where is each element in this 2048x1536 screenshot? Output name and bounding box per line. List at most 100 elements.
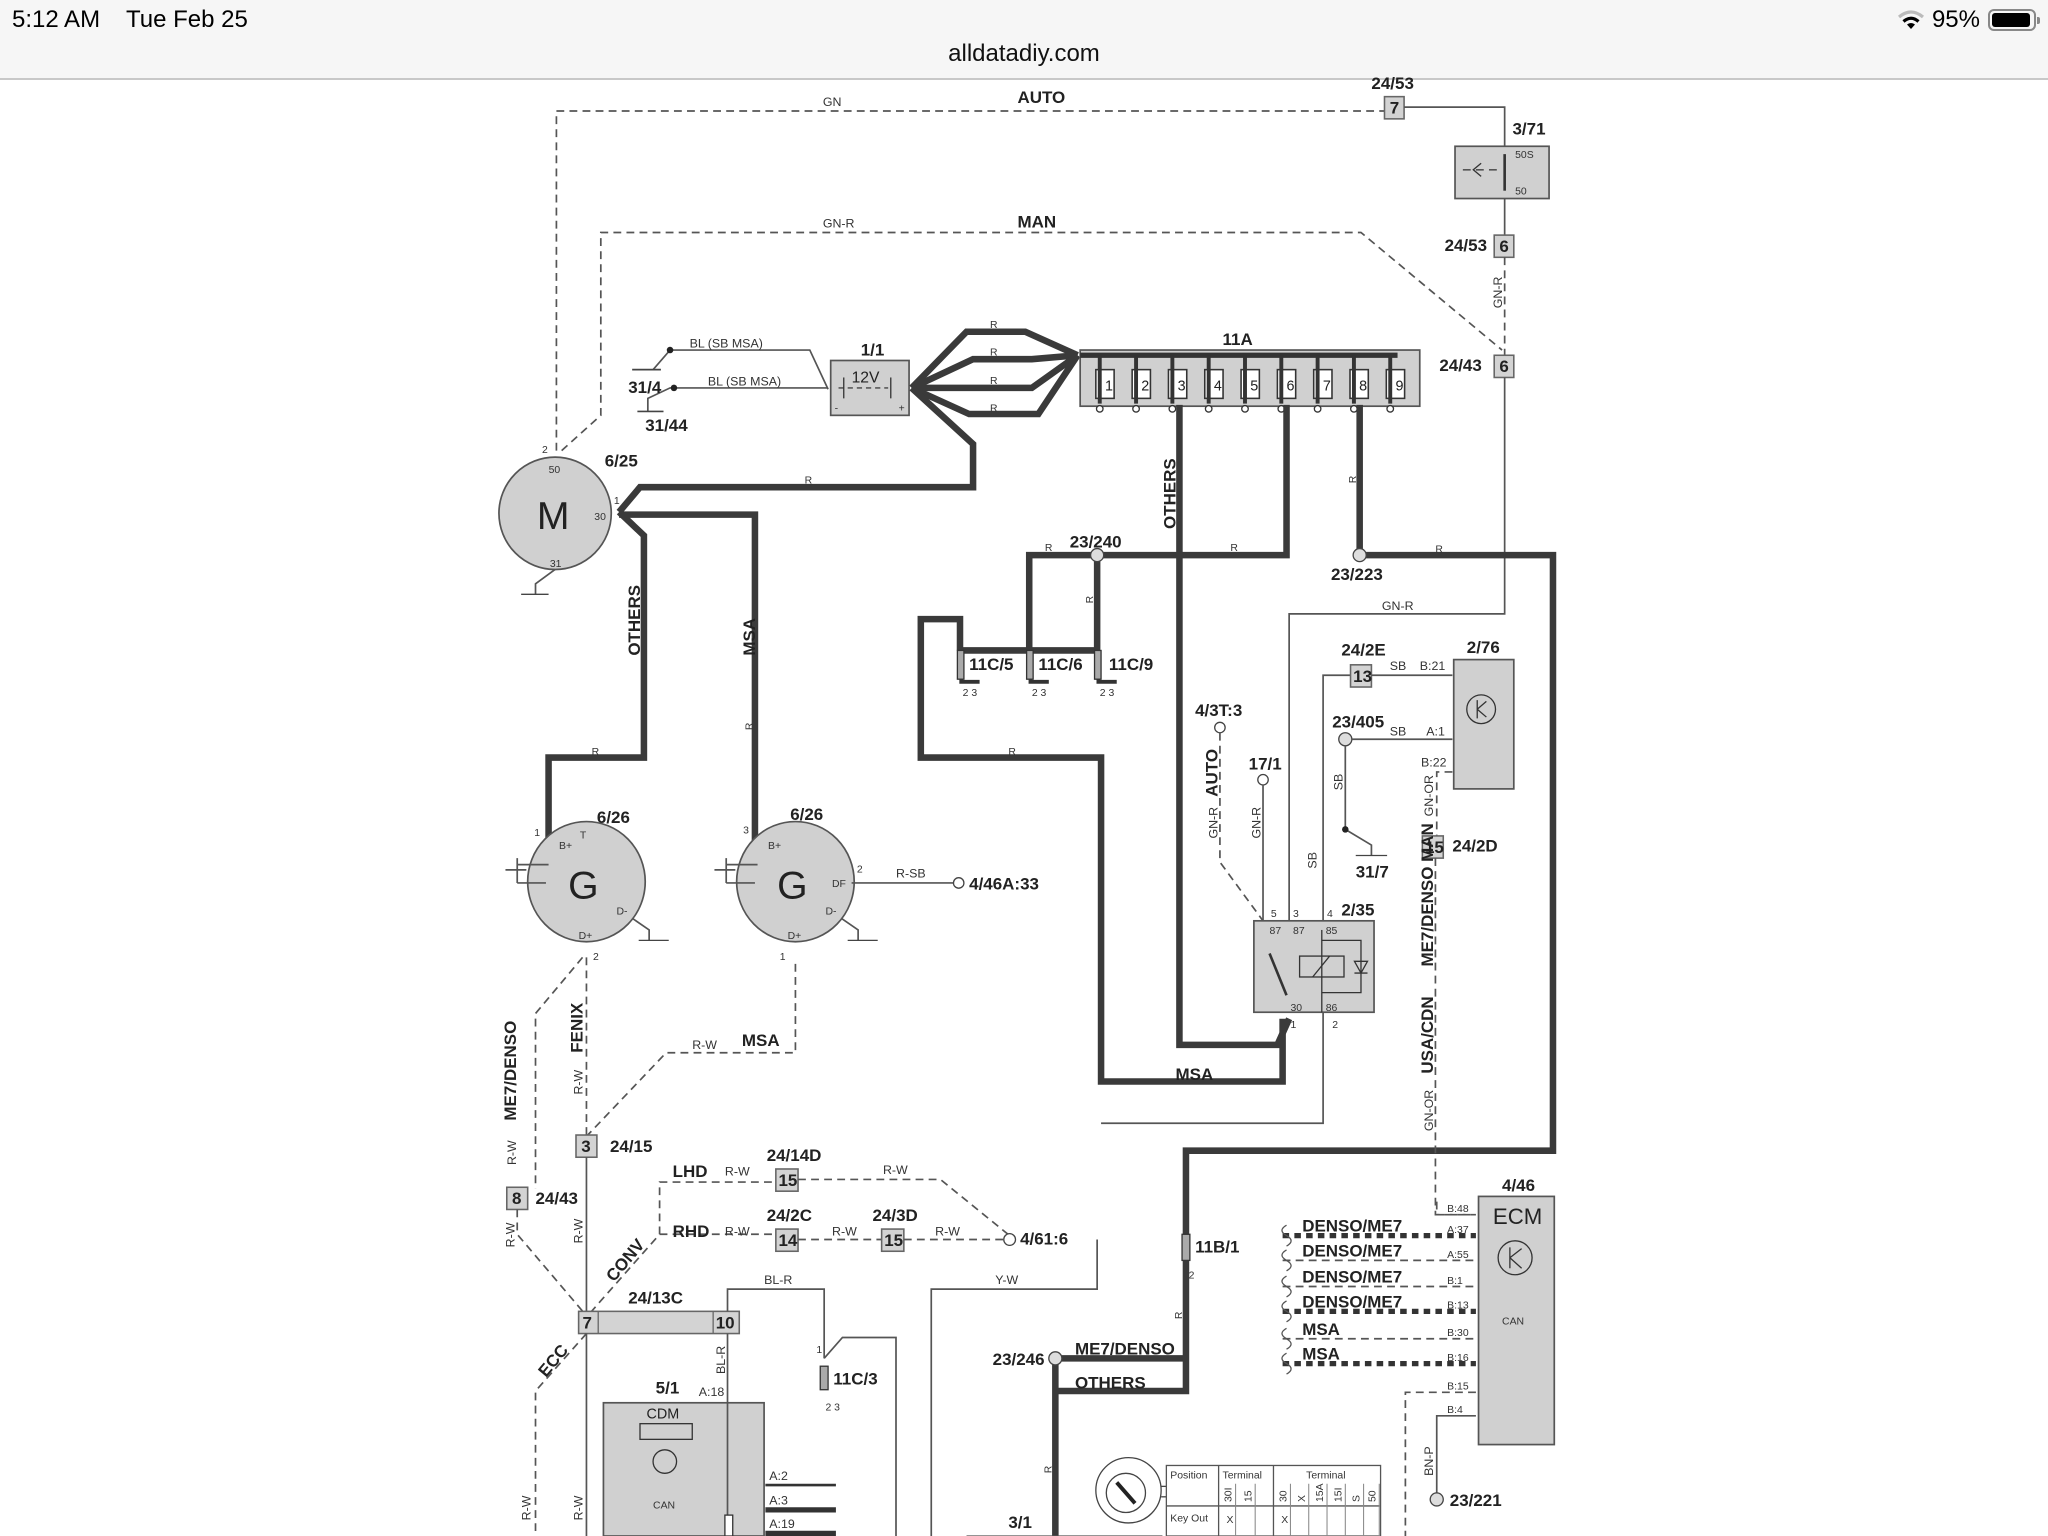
component-2-76 xyxy=(1452,658,1515,790)
wire-others-to-alternator xyxy=(545,509,648,843)
terminal-column: 50 xyxy=(1367,1490,1378,1502)
wire-label-rw: R-W xyxy=(935,1225,960,1239)
wire-label-others: OTHERS xyxy=(625,585,644,656)
wire-label-gnr: GN-R xyxy=(1382,599,1414,613)
wire-label-gnr: GN-R xyxy=(1491,277,1505,309)
wire-label-others: OTHERS xyxy=(1075,1373,1146,1392)
wire-label-man: MAN xyxy=(1017,212,1056,231)
address-bar-url[interactable]: alldatadiy.com xyxy=(948,40,1100,67)
wire-label-rw: R-W xyxy=(572,1495,586,1520)
connector-24-13c xyxy=(577,1310,741,1335)
fuse-number: 8 xyxy=(1359,379,1367,395)
connector-label-24-14d: 24/14D xyxy=(767,1146,822,1165)
pin-label: 15 xyxy=(884,1231,903,1250)
starter-motor-6-25 xyxy=(498,456,613,571)
pin-label: A:18 xyxy=(699,1385,725,1399)
pin-label: 31 xyxy=(550,559,562,570)
pin-label: 15 xyxy=(1425,838,1444,857)
wire-label-others: OTHERS xyxy=(1161,458,1180,529)
pin-label: B+ xyxy=(559,841,572,852)
pin-label: 50 xyxy=(1515,187,1527,198)
wire-label-blr: BL-R xyxy=(764,1273,792,1287)
fuse-number: 6 xyxy=(1287,379,1295,395)
wire-11a-6 xyxy=(1025,404,1290,651)
pin-label: 4 xyxy=(1327,909,1333,920)
wire-msa-to-alternator xyxy=(619,511,759,843)
relay-label-2-35: 2/35 xyxy=(1341,901,1374,920)
ground-label-31-4: 31/4 xyxy=(628,378,662,397)
pin-label: A:2 xyxy=(769,1469,788,1483)
alternator-symbol: G xyxy=(777,865,807,908)
wire-label-r: R xyxy=(990,320,998,331)
pin-label: 1 xyxy=(1290,1020,1296,1031)
wire-label-r: R xyxy=(744,722,755,730)
wire-battery-to-starter xyxy=(616,385,977,515)
connector-label-24-2e: 24/2E xyxy=(1341,641,1385,660)
fuse-label-11c-3: 11C/3 xyxy=(833,1369,877,1388)
pin-label: 2 3 xyxy=(963,688,978,699)
connector-label-24-43: 24/43 xyxy=(1439,356,1481,375)
wire-label-conv: CONV xyxy=(602,1235,649,1285)
ecm-pin-label: B:48 xyxy=(1447,1204,1469,1215)
fuse-label-11b-1: 11B/1 xyxy=(1195,1238,1239,1257)
wire-label-me7denso-man: ME7/DENSO MAN xyxy=(1418,823,1437,966)
wire-label-gn: GN xyxy=(823,95,842,109)
pin-label: 2 xyxy=(593,952,599,963)
terminal-column: 15 xyxy=(1243,1490,1254,1502)
ecm-input-label: MSA xyxy=(1302,1345,1340,1364)
ground-label-31-7: 31/7 xyxy=(1356,863,1389,882)
wire-label-gnr: GN-R xyxy=(1206,807,1220,839)
ecm-input-label: DENSO/ME7 xyxy=(1302,1241,1402,1260)
fuse-number: 7 xyxy=(1323,379,1331,395)
wire-label-r: R xyxy=(1008,747,1016,758)
wire-label-gnr: GN-R xyxy=(823,216,855,230)
wire-label-gnor: GN-OR xyxy=(1422,775,1436,816)
pin-label: B:22 xyxy=(1421,756,1447,770)
ecm-input-wires: DENSO/ME7DENSO/ME7DENSO/ME7DENSO/ME7MSAM… xyxy=(1281,1201,1476,1416)
ecm-pin-label: B:16 xyxy=(1447,1353,1469,1364)
connector-label-24-53: 24/53 xyxy=(1371,74,1413,93)
component-label-6-25: 6/25 xyxy=(605,451,638,470)
fuse-number: 4 xyxy=(1214,379,1222,395)
connector-label-24-13c: 24/13C xyxy=(628,1289,683,1308)
table-header-terminal: Terminal xyxy=(1223,1471,1262,1482)
module-name-ecm: ECM xyxy=(1493,1204,1542,1229)
pin-label: 50S xyxy=(1515,150,1534,161)
pin-label: 7 xyxy=(583,1313,592,1332)
can-label: CAN xyxy=(653,1501,675,1512)
terminal-column: X xyxy=(1297,1495,1308,1502)
pin-label: B+ xyxy=(768,841,781,852)
pin-label: 3 xyxy=(1293,909,1299,920)
status-bar: 5:12 AM Tue Feb 25 alldatadiy.com 95% xyxy=(0,0,2048,80)
wire-label-msa: MSA xyxy=(1176,1065,1214,1084)
wifi-icon xyxy=(1897,10,1924,29)
wire-bl-31-4 xyxy=(652,349,829,390)
pin-label: D- xyxy=(825,906,837,917)
battery-plus: + xyxy=(899,403,905,414)
wire-label-rw: R-W xyxy=(725,1165,750,1179)
component-label-6-26: 6/26 xyxy=(790,805,823,824)
wire-label-blr: BL-R xyxy=(714,1346,728,1374)
pin-label: D+ xyxy=(788,931,802,942)
terminal-column: S xyxy=(1352,1495,1363,1502)
pin-label: 2 xyxy=(1332,1020,1338,1031)
fuse-label-11c-6: 11C/6 xyxy=(1038,655,1082,674)
wire-label-r: R xyxy=(1435,544,1443,555)
fuse-11c-9: 11C/9 2 3 xyxy=(1093,649,1153,699)
can-label: CAN xyxy=(1502,1316,1524,1327)
pin-label: 3 xyxy=(581,1137,590,1156)
module-name-cdm: CDM xyxy=(647,1406,680,1422)
pin-label: D+ xyxy=(579,931,593,942)
pin-label: T xyxy=(580,831,587,842)
pin-label: 6 xyxy=(1499,237,1508,256)
wire-label-r: R xyxy=(1043,1465,1054,1473)
ecm-pin-label: B:1 xyxy=(1447,1276,1463,1287)
fuse-number: 5 xyxy=(1250,379,1258,395)
ecm-input-label: DENSO/ME7 xyxy=(1302,1217,1402,1236)
wire-label-auto: AUTO xyxy=(1202,749,1221,797)
pin-label: B:21 xyxy=(1420,659,1446,673)
wire-label-r: R xyxy=(990,376,998,387)
fuse-11c-5: 11C/5 2 3 xyxy=(956,649,1014,699)
